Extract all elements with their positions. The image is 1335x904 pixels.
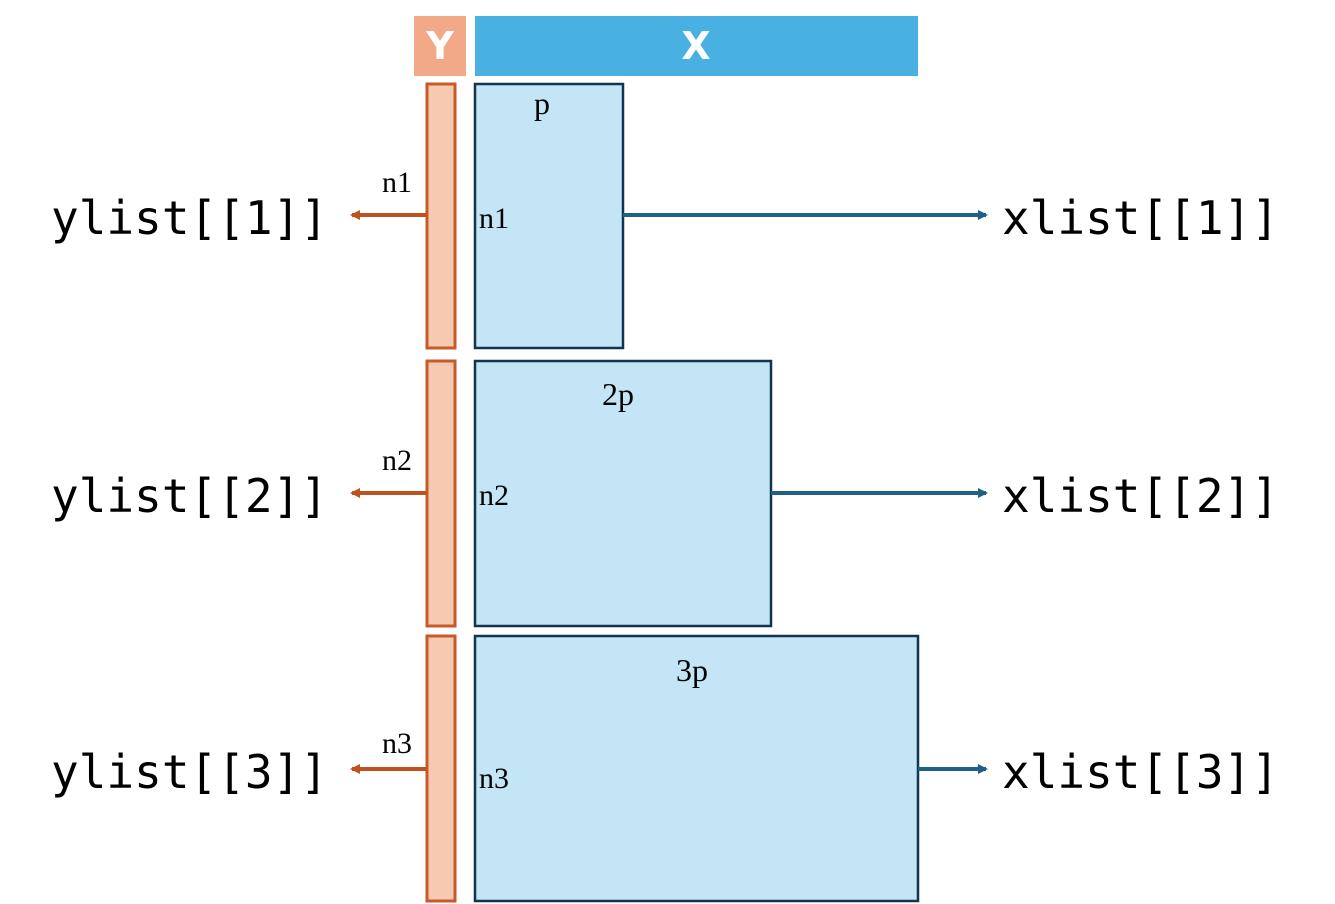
x-block-2-width-label: 2p bbox=[602, 376, 634, 412]
x-header-bar bbox=[475, 16, 918, 76]
x-block-3-row-label: n3 bbox=[479, 762, 509, 795]
y-header-bar bbox=[414, 16, 466, 76]
block-2: 2p n2 n2 ylist[[2]] xlist[[2]] bbox=[51, 359, 1279, 628]
block-1: p n1 n1 ylist[[1]] xlist[[1]] bbox=[51, 82, 1279, 350]
y-header-label: Y bbox=[425, 24, 454, 68]
y-block-2 bbox=[425, 359, 457, 628]
ylist-2-label: ylist[[2]] bbox=[51, 469, 328, 523]
x-block-1-row-label: n1 bbox=[479, 202, 509, 235]
y-block-1-row-label: n1 bbox=[382, 166, 412, 199]
x-block-3 bbox=[473, 634, 920, 903]
ylist-1-label: ylist[[1]] bbox=[51, 191, 328, 245]
xlist-3-label: xlist[[3]] bbox=[1002, 745, 1279, 799]
y-block-3-row-label: n3 bbox=[382, 727, 412, 760]
ylist-3-label: ylist[[3]] bbox=[51, 745, 328, 799]
x-block-1 bbox=[473, 82, 625, 350]
y-block-1 bbox=[425, 82, 457, 350]
y-block-3 bbox=[425, 634, 457, 903]
x-block-3-width-label: 3p bbox=[676, 652, 708, 688]
x-block-2 bbox=[473, 359, 773, 628]
xlist-1-label: xlist[[1]] bbox=[1002, 191, 1279, 245]
x-header-label: X bbox=[681, 24, 710, 68]
y-block-2-row-label: n2 bbox=[382, 444, 412, 477]
block-3: 3p n3 n3 ylist[[3]] xlist[[3]] bbox=[51, 634, 1279, 903]
xlist-2-label: xlist[[2]] bbox=[1002, 469, 1279, 523]
x-block-2-row-label: n2 bbox=[479, 479, 509, 512]
x-block-1-width-label: p bbox=[534, 85, 550, 121]
